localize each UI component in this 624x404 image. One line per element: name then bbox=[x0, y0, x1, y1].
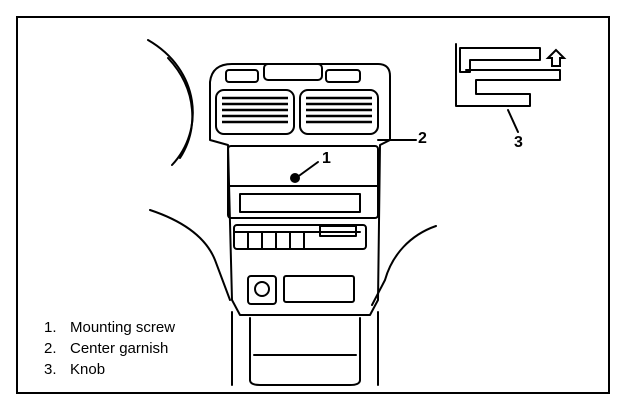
callout-1: 1 bbox=[322, 150, 331, 167]
legend-num: 1. bbox=[44, 319, 57, 336]
center-garnish-outline bbox=[209, 63, 391, 316]
leader-1 bbox=[295, 161, 319, 179]
knob-body bbox=[455, 43, 561, 107]
radio-slot bbox=[239, 193, 361, 213]
legend-text: Mounting screw bbox=[70, 319, 176, 336]
legend-item-3: 3. Knob bbox=[44, 359, 175, 380]
button-row bbox=[233, 224, 367, 250]
leader-3 bbox=[507, 109, 519, 133]
vent-right bbox=[299, 89, 379, 135]
top-pocket-center bbox=[263, 63, 323, 81]
left-dash-curve bbox=[149, 209, 231, 301]
legend-item-1: 1. Mounting screw bbox=[44, 317, 175, 338]
legend-num: 2. bbox=[44, 340, 57, 357]
knob-detail bbox=[459, 47, 541, 73]
legend-num: 3. bbox=[44, 361, 57, 378]
top-pocket-right bbox=[325, 69, 361, 83]
mounting-screw-mark bbox=[290, 173, 300, 183]
hazard-icon bbox=[254, 281, 270, 297]
callout-3: 3 bbox=[514, 134, 523, 151]
callout-2: 2 bbox=[418, 130, 427, 147]
right-dash-curve bbox=[371, 225, 437, 306]
legend-item-2: 2. Center garnish bbox=[44, 338, 175, 359]
up-arrow-icon bbox=[545, 48, 567, 67]
lower-panel bbox=[283, 275, 355, 303]
legend: 1. Mounting screw 2. Center garnish 3. K… bbox=[44, 317, 175, 380]
diagram-frame bbox=[16, 16, 610, 394]
hazard-switch bbox=[247, 275, 277, 305]
slider-knob bbox=[319, 225, 357, 237]
left-arc-inner bbox=[167, 57, 194, 159]
legend-text: Knob bbox=[70, 361, 106, 378]
top-pocket-left bbox=[225, 69, 259, 83]
vent-left bbox=[215, 89, 295, 135]
radio-frame bbox=[227, 145, 379, 219]
legend-text: Center garnish bbox=[70, 340, 169, 357]
bottom-tray bbox=[231, 311, 379, 386]
